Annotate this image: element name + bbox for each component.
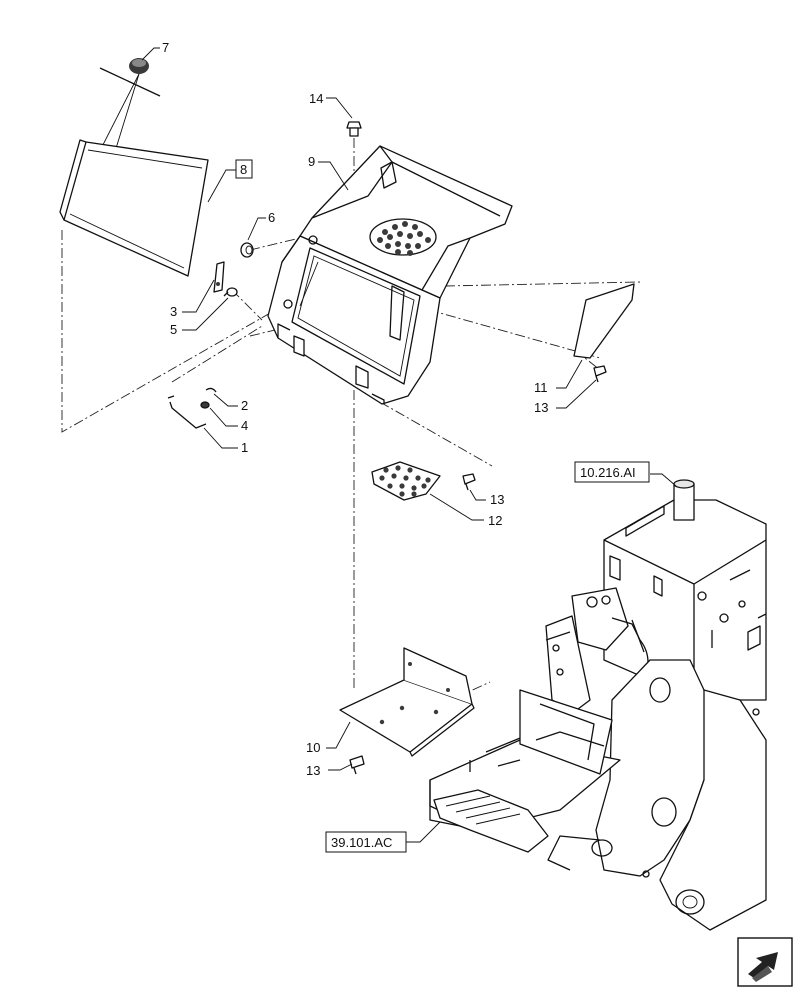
part-1-rod (167, 395, 207, 429)
callout-13-vent[interactable]: 13 (490, 492, 504, 507)
part-4-washer (200, 401, 210, 409)
machine-frame (429, 479, 767, 931)
part-9-housing (267, 145, 513, 405)
callout-2[interactable]: 2 (241, 398, 248, 413)
callout-11[interactable]: 11 (534, 380, 548, 395)
callout-14[interactable]: 14 (309, 91, 323, 106)
part-12-vent-plate (371, 461, 441, 501)
callout-4[interactable]: 4 (241, 418, 248, 433)
part-14-bolt (346, 121, 362, 137)
callout-10[interactable]: 10 (306, 740, 320, 755)
callout-3[interactable]: 3 (170, 304, 177, 319)
reference-labels: 10.216.AI 39.101.AC (325, 461, 650, 853)
callout-8-box (235, 159, 253, 179)
callout-7[interactable]: 7 (162, 40, 169, 55)
part-5-screw (223, 287, 238, 297)
callout-8[interactable]: 8 (240, 162, 247, 177)
ref-box-39-101 (325, 831, 407, 853)
callout-6[interactable]: 6 (268, 210, 275, 225)
part-2-clip (205, 387, 217, 393)
part-10-bracket-tray (339, 647, 475, 757)
leader-lines (141, 47, 677, 843)
callout-13-side[interactable]: 13 (534, 400, 548, 415)
ref-box-10-216 (574, 461, 650, 483)
part-8-cover-panel (59, 139, 209, 277)
part-13-bolt-a (593, 365, 607, 383)
callout-12[interactable]: 12 (488, 513, 502, 528)
next-page-arrow-icon[interactable] (737, 937, 793, 987)
callout-9[interactable]: 9 (308, 154, 315, 169)
part-13-bolt-c (349, 755, 365, 775)
part-3-latch (213, 261, 225, 293)
callout-5[interactable]: 5 (170, 322, 177, 337)
ref-10-216-ai[interactable]: 10.216.AI (580, 465, 636, 480)
ref-39-101-ac[interactable]: 39.101.AC (331, 835, 392, 850)
callout-labels: 7 8 14 9 6 3 5 2 4 1 11 13 13 12 10 13 (162, 40, 548, 778)
part-6-grommet (240, 242, 254, 258)
callout-1[interactable]: 1 (241, 440, 248, 455)
part-13-bolt-b (462, 473, 476, 491)
part-11-side-plate (573, 283, 635, 359)
callout-13-tray[interactable]: 13 (306, 763, 320, 778)
